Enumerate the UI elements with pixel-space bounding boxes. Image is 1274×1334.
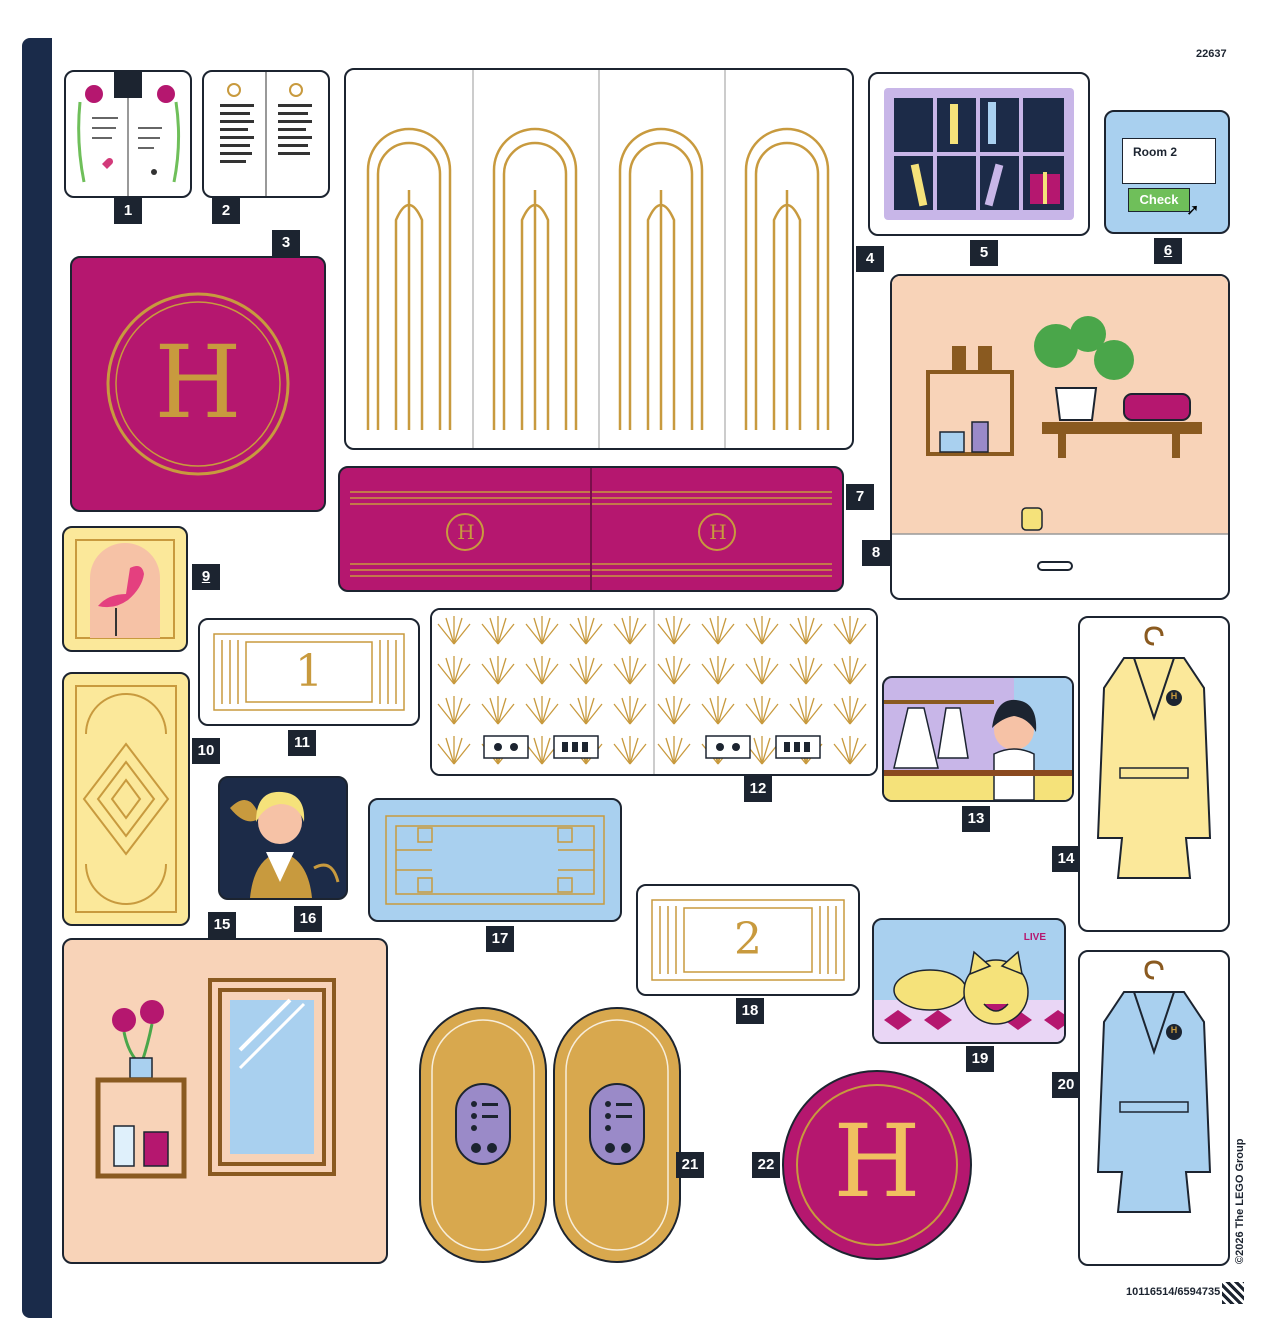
plate-frame bbox=[213, 633, 405, 711]
data-matrix-code bbox=[1222, 1282, 1244, 1304]
copyright-text: ©2026 The LEGO Group bbox=[1234, 1138, 1246, 1264]
live-label: LIVE bbox=[1023, 932, 1046, 943]
flamingo-illustration bbox=[75, 539, 175, 639]
sticker-17-blue-deco-panel[interactable] bbox=[368, 798, 622, 922]
sticker-10-number: 10 bbox=[192, 738, 220, 764]
fan-wallpaper-pattern bbox=[432, 610, 876, 774]
sticker-22-number: 22 bbox=[752, 1152, 780, 1178]
sticker-18-number: 18 bbox=[736, 998, 764, 1024]
arches-pattern bbox=[366, 70, 830, 448]
sticker-4-art-deco-arches[interactable] bbox=[344, 68, 854, 450]
sticker-7-hotel-banner[interactable]: H H bbox=[338, 466, 844, 592]
sticker-22-hotel-round-logo[interactable]: H bbox=[782, 1070, 972, 1260]
sheet-edge-bar bbox=[22, 38, 52, 1318]
sticker-21-gold-switch-plates[interactable] bbox=[418, 1004, 684, 1266]
sticker-12-wallpaper-outlets[interactable] bbox=[430, 608, 878, 776]
room-window: Room 2 bbox=[1122, 138, 1216, 184]
cats-illustration bbox=[874, 950, 1064, 1042]
sticker-3-number: 3 bbox=[272, 230, 300, 256]
sticker-11-door-plate-1[interactable]: 1 bbox=[198, 618, 420, 726]
switch-plates-illustration bbox=[419, 1007, 681, 1263]
sticker-20-blue-robe[interactable]: H bbox=[1078, 950, 1230, 1266]
sticker-15-number: 15 bbox=[208, 912, 236, 938]
round-h-letter: H bbox=[833, 1103, 921, 1220]
yellow-robe-icon bbox=[1096, 626, 1212, 879]
text-book-illustration bbox=[220, 72, 312, 196]
plate-frame-2 bbox=[651, 899, 845, 981]
sticker-15-vanity-wall[interactable] bbox=[62, 938, 388, 1264]
sticker-8-bathroom-wall[interactable] bbox=[890, 274, 1230, 600]
rose-book-illustration bbox=[77, 72, 181, 196]
room-label: Room 2 bbox=[1133, 145, 1178, 159]
sticker-2-number: 2 bbox=[212, 198, 240, 224]
sticker-2-text-book[interactable] bbox=[202, 70, 330, 198]
vanity-illustration bbox=[95, 978, 336, 1179]
cursor-icon: ➚ bbox=[1186, 202, 1200, 219]
set-number: 22637 bbox=[1196, 48, 1227, 60]
sticker-13-wardrobe-scene[interactable] bbox=[882, 676, 1074, 802]
sticker-3-hotel-logo-tile[interactable]: H bbox=[70, 256, 326, 512]
robe-badge-2: H bbox=[1170, 1025, 1178, 1035]
sticker-14-yellow-robe[interactable]: H bbox=[1078, 616, 1230, 932]
banner-h-left: H bbox=[457, 520, 475, 544]
deco-diamond-pattern bbox=[75, 685, 177, 913]
mail-shelf-illustration bbox=[884, 88, 1074, 220]
sticker-20-number: 20 bbox=[1052, 1072, 1080, 1098]
sticker-7-number: 7 bbox=[846, 484, 874, 510]
sticker-16-portrait[interactable] bbox=[218, 776, 348, 900]
sticker-1-number: 1 bbox=[114, 198, 142, 224]
sticker-19-number: 19 bbox=[966, 1046, 994, 1072]
sticker-5-number: 5 bbox=[970, 240, 998, 266]
sticker-4-number: 4 bbox=[856, 246, 884, 272]
sticker-10-yellow-deco-panel[interactable] bbox=[62, 672, 190, 926]
sticker-19-cats-live-screen[interactable]: LIVE bbox=[872, 918, 1066, 1044]
banner-stripes bbox=[350, 468, 832, 590]
sticker-6-check-in-screen[interactable]: Room 2 Check ➚ bbox=[1104, 110, 1230, 234]
sticker-5-mail-shelf[interactable] bbox=[868, 72, 1090, 236]
plate-digit: 1 bbox=[295, 646, 323, 697]
sticker-9-number: 9 bbox=[192, 564, 220, 590]
h-letter: H bbox=[154, 324, 242, 441]
sticker-12-number: 12 bbox=[744, 776, 772, 802]
sticker-6-number: 6 bbox=[1154, 238, 1182, 264]
sticker-1-rose-book[interactable] bbox=[64, 70, 192, 198]
portrait-illustration bbox=[230, 791, 340, 898]
blue-deco-frame bbox=[385, 815, 605, 905]
sticker-11-number: 11 bbox=[288, 730, 316, 756]
banner-h-right: H bbox=[709, 520, 727, 544]
sticker-14-number: 14 bbox=[1052, 846, 1080, 872]
check-button[interactable]: Check bbox=[1128, 188, 1190, 212]
sticker-21-number: 21 bbox=[676, 1152, 704, 1178]
sticker-16-number: 16 bbox=[294, 906, 322, 932]
blue-robe-icon bbox=[1096, 960, 1212, 1213]
plate-digit-2: 2 bbox=[734, 914, 762, 965]
sticker-13-number: 13 bbox=[962, 806, 990, 832]
robe-badge: H bbox=[1170, 691, 1178, 701]
sticker-17-number: 17 bbox=[486, 926, 514, 952]
sticker-9-flamingo-picture[interactable] bbox=[62, 526, 188, 652]
sticker-8-number: 8 bbox=[862, 540, 890, 566]
sticker-18-door-plate-2[interactable]: 2 bbox=[636, 884, 860, 996]
h-emblem-icon bbox=[106, 292, 290, 476]
wardrobe-scene-illustration bbox=[884, 678, 1072, 800]
part-numbers: 10116514/6594735 bbox=[1126, 1286, 1221, 1298]
wall-shelves-illustration bbox=[892, 316, 1228, 571]
